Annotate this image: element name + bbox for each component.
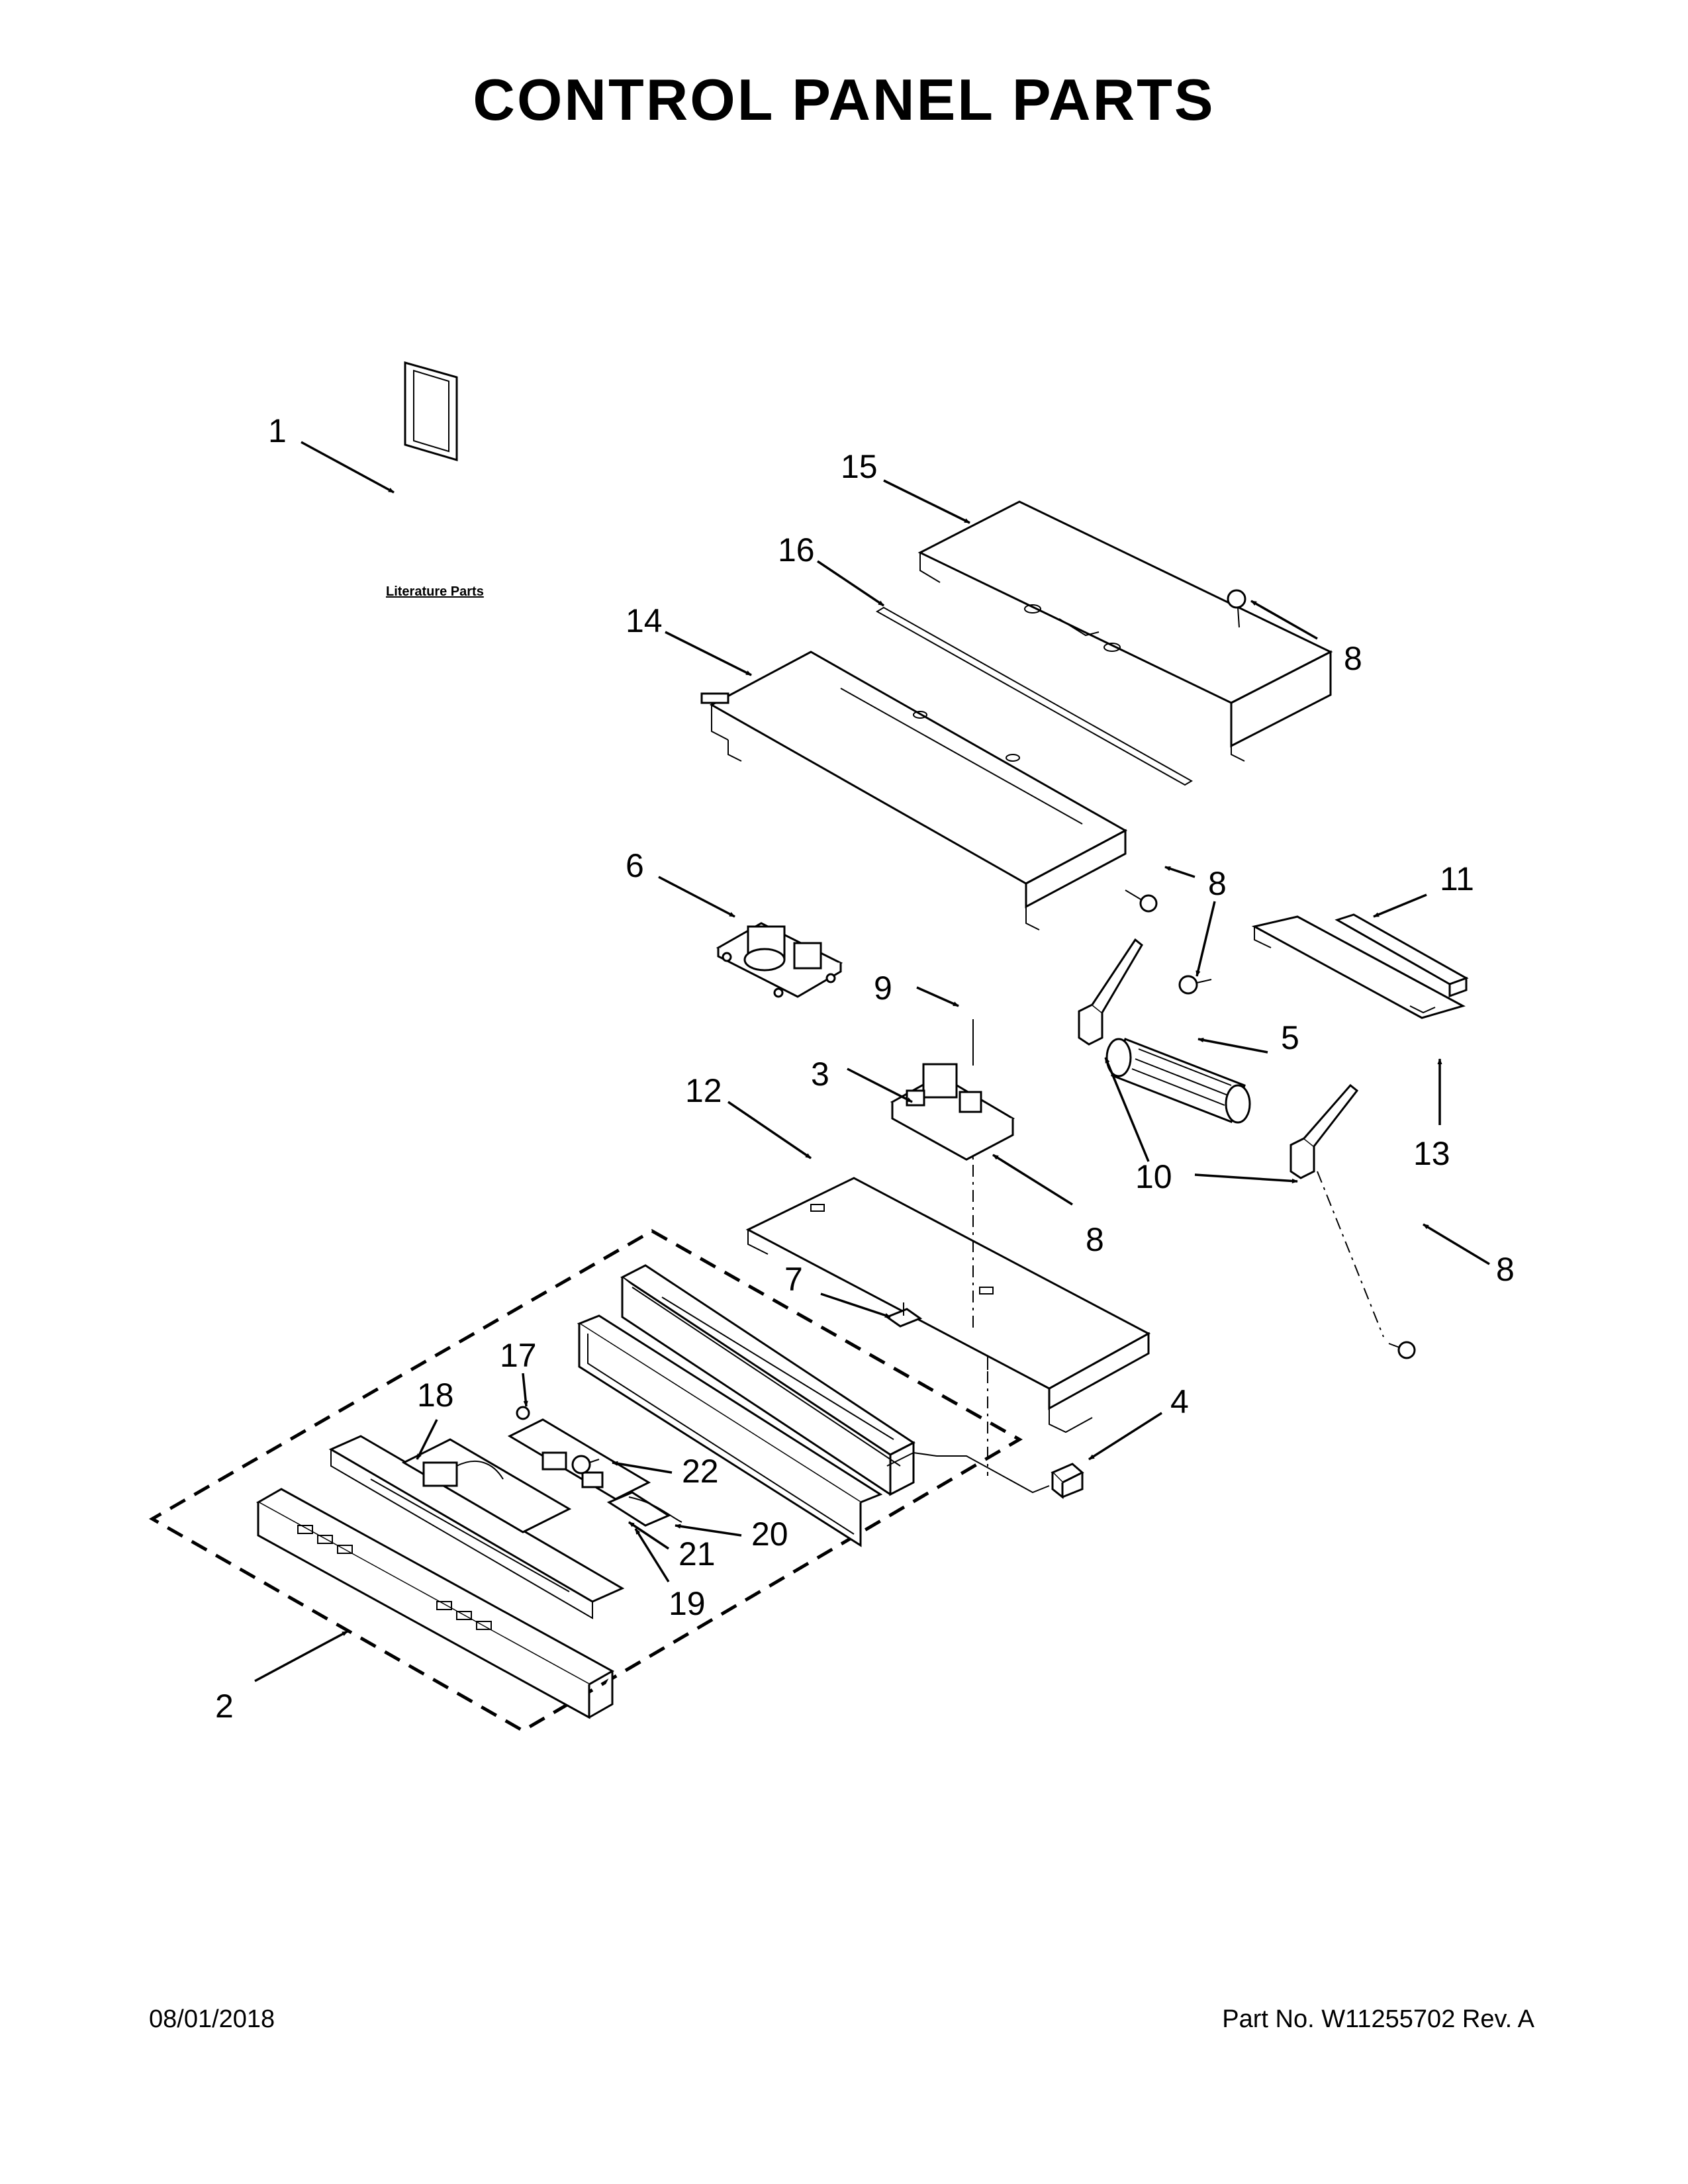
electronics-cover-part (745, 1177, 1151, 1433)
callout-7: 7 (784, 1261, 803, 1298)
display-board-part (401, 1438, 572, 1533)
callout-21: 21 (679, 1535, 716, 1572)
assembly-boundary (148, 1229, 1023, 1733)
callout-19: 19 (669, 1585, 706, 1622)
connector-part (1051, 1463, 1084, 1500)
relay-board-part (890, 1019, 1015, 1161)
literature-parts-icon: Literature Parts (386, 361, 484, 599)
callout-13: 13 (1413, 1135, 1450, 1172)
bracket-part (1289, 1083, 1359, 1179)
fan-bracket-part (1251, 915, 1466, 1019)
callout-10: 10 (1135, 1158, 1172, 1195)
callout-9: 9 (874, 970, 892, 1007)
control-panel-shell-part (700, 651, 1128, 931)
bracket-part (1078, 938, 1143, 1046)
keypad-board-part (328, 1435, 625, 1619)
callout-14: 14 (626, 602, 663, 639)
callout-18: 18 (417, 1377, 454, 1414)
clip-part (884, 1302, 923, 1328)
console-glass-part (256, 1488, 615, 1719)
callout-16: 16 (778, 531, 815, 569)
leader-lines (254, 441, 1490, 1682)
callout-17: 17 (500, 1337, 537, 1374)
callout-15: 15 (841, 448, 878, 485)
literature-parts-label: Literature Parts (386, 584, 484, 599)
callout-2: 2 (215, 1688, 234, 1725)
part-number: Part No. W11255702 Rev. A (1222, 2005, 1534, 2033)
callout-4: 4 (1170, 1383, 1189, 1420)
callout-8: 8 (1344, 640, 1362, 677)
screw-icon (571, 1455, 600, 1475)
callout-5: 5 (1281, 1019, 1299, 1056)
gasket-strip-part (876, 606, 1193, 786)
screw-icon (1388, 1341, 1416, 1359)
callout-20: 20 (751, 1516, 788, 1553)
callout-6: 6 (626, 847, 644, 884)
callout-22: 22 (682, 1453, 719, 1490)
screw-icon (516, 1406, 530, 1420)
screw-icon (1227, 589, 1246, 628)
callout-8: 8 (1086, 1221, 1104, 1258)
power-board-part (716, 922, 843, 998)
small-board-part (606, 1491, 682, 1527)
callout-labels: 1 15 16 14 8 8 6 11 9 3 5 12 13 10 8 8 7… (215, 412, 1515, 1725)
revision-date: 08/01/2018 (149, 2005, 275, 2033)
callout-3: 3 (811, 1056, 829, 1093)
top-cover-part (917, 500, 1333, 762)
blower-fan-part (1105, 1038, 1251, 1124)
callout-11: 11 (1440, 860, 1474, 897)
page-title: CONTROL PANEL PARTS (473, 67, 1215, 132)
callout-8: 8 (1496, 1251, 1515, 1288)
callout-12: 12 (685, 1072, 722, 1109)
screw-icon (1178, 975, 1212, 995)
callout-8: 8 (1208, 865, 1227, 902)
screw-icon (1125, 889, 1158, 913)
callout-1: 1 (268, 412, 287, 449)
